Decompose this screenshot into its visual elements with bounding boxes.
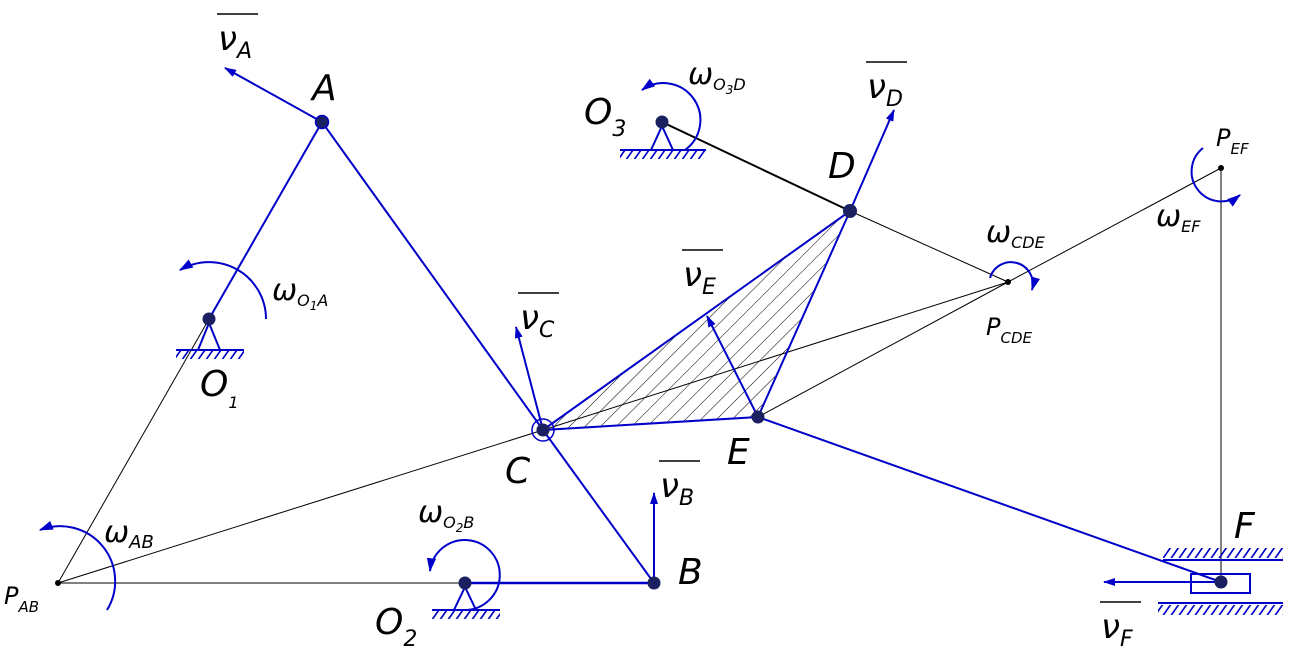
velocity-labels: νA νB νC νD νE νF	[217, 13, 1141, 652]
label-d: D	[828, 146, 856, 187]
ground-supports	[176, 123, 1283, 619]
omega-o2b-arc	[426, 539, 501, 611]
link-c-b	[542, 429, 655, 584]
omega-ef-arc	[1190, 147, 1241, 207]
line-pab-c	[57, 429, 544, 584]
line-d-pcde	[849, 210, 1009, 283]
vector-vd	[849, 109, 895, 212]
link-e-f	[757, 416, 1222, 583]
svg-text:νC: νC	[520, 298, 555, 343]
pole-pef-dot	[1218, 165, 1224, 171]
vector-ve	[706, 315, 759, 418]
svg-text:νF: νF	[1101, 607, 1133, 652]
label-vd: νD	[866, 61, 907, 112]
svg-text:νA: νA	[218, 19, 252, 64]
label-vb: νB	[659, 460, 700, 511]
label-pab: PAB	[4, 582, 39, 616]
angular-velocity-arcs	[38, 78, 1241, 611]
pole-pcde-dot	[1005, 279, 1011, 285]
label-omega-ef: ωEF	[1156, 199, 1201, 236]
label-ve: νE	[682, 249, 723, 300]
link-a-c	[321, 121, 544, 431]
joint-o3	[655, 115, 669, 129]
omega-o3d-arc	[641, 78, 702, 151]
joint-o1	[202, 312, 216, 326]
label-a: A	[310, 68, 337, 109]
svg-text:νB: νB	[660, 466, 694, 511]
omega-cde-arc	[989, 261, 1040, 292]
joints	[55, 114, 1228, 590]
line-pab-o1	[57, 318, 210, 584]
slider-guide-f	[1158, 548, 1283, 615]
svg-text:νD: νD	[867, 67, 903, 112]
line-e-pcde	[757, 281, 1009, 418]
svg-text:νE: νE	[683, 255, 716, 300]
omega-o1a-arc	[178, 259, 267, 320]
links	[208, 121, 1222, 585]
joint-f	[1214, 575, 1228, 589]
joint-a	[314, 114, 330, 130]
label-e: E	[727, 432, 750, 473]
link-o3-d	[661, 121, 851, 212]
link-o1-a	[208, 121, 323, 320]
label-vf: νF	[1100, 601, 1141, 652]
joint-o2	[458, 576, 472, 590]
joint-e	[751, 410, 765, 424]
pole-pab-dot	[55, 580, 61, 586]
label-pef: PEF	[1216, 124, 1249, 158]
vector-vc	[514, 326, 544, 431]
velocity-vectors	[224, 67, 1221, 586]
label-o2: O2	[375, 602, 417, 652]
label-omega-o1a: ωO1A	[272, 273, 328, 313]
label-omega-o2b: ωO2B	[418, 495, 474, 535]
pole-labels: PAB PCDE PEF	[4, 124, 1249, 616]
joint-d	[843, 204, 857, 218]
point-labels: A B C D E F O1 O2 O3	[200, 68, 1256, 652]
label-omega-o3d: ωO3D	[688, 57, 746, 97]
label-o3: O3	[584, 92, 626, 142]
link-cde-triangle	[539, 208, 853, 432]
ground-support-o2	[432, 584, 500, 619]
label-o1: O1	[200, 364, 239, 412]
line-pcde-pef	[1007, 167, 1222, 283]
omega-ab-arc	[38, 520, 117, 611]
joint-c	[531, 418, 555, 442]
label-pcde: PCDE	[986, 313, 1033, 347]
slider-block-f	[1190, 573, 1251, 594]
angular-velocity-labels: ωO1A ωO2B ωO3D ωAB ωCDE ωEF	[104, 57, 1201, 553]
label-f: F	[1234, 506, 1256, 547]
ground-support-o1	[176, 320, 244, 359]
vector-va	[224, 67, 323, 123]
label-omega-cde: ωCDE	[986, 215, 1046, 252]
label-b: B	[678, 552, 703, 593]
label-omega-ab: ωAB	[104, 515, 154, 553]
joint-b	[647, 576, 661, 590]
label-va: νA	[217, 13, 258, 64]
label-c: C	[505, 451, 531, 492]
label-vc: νC	[518, 292, 559, 343]
